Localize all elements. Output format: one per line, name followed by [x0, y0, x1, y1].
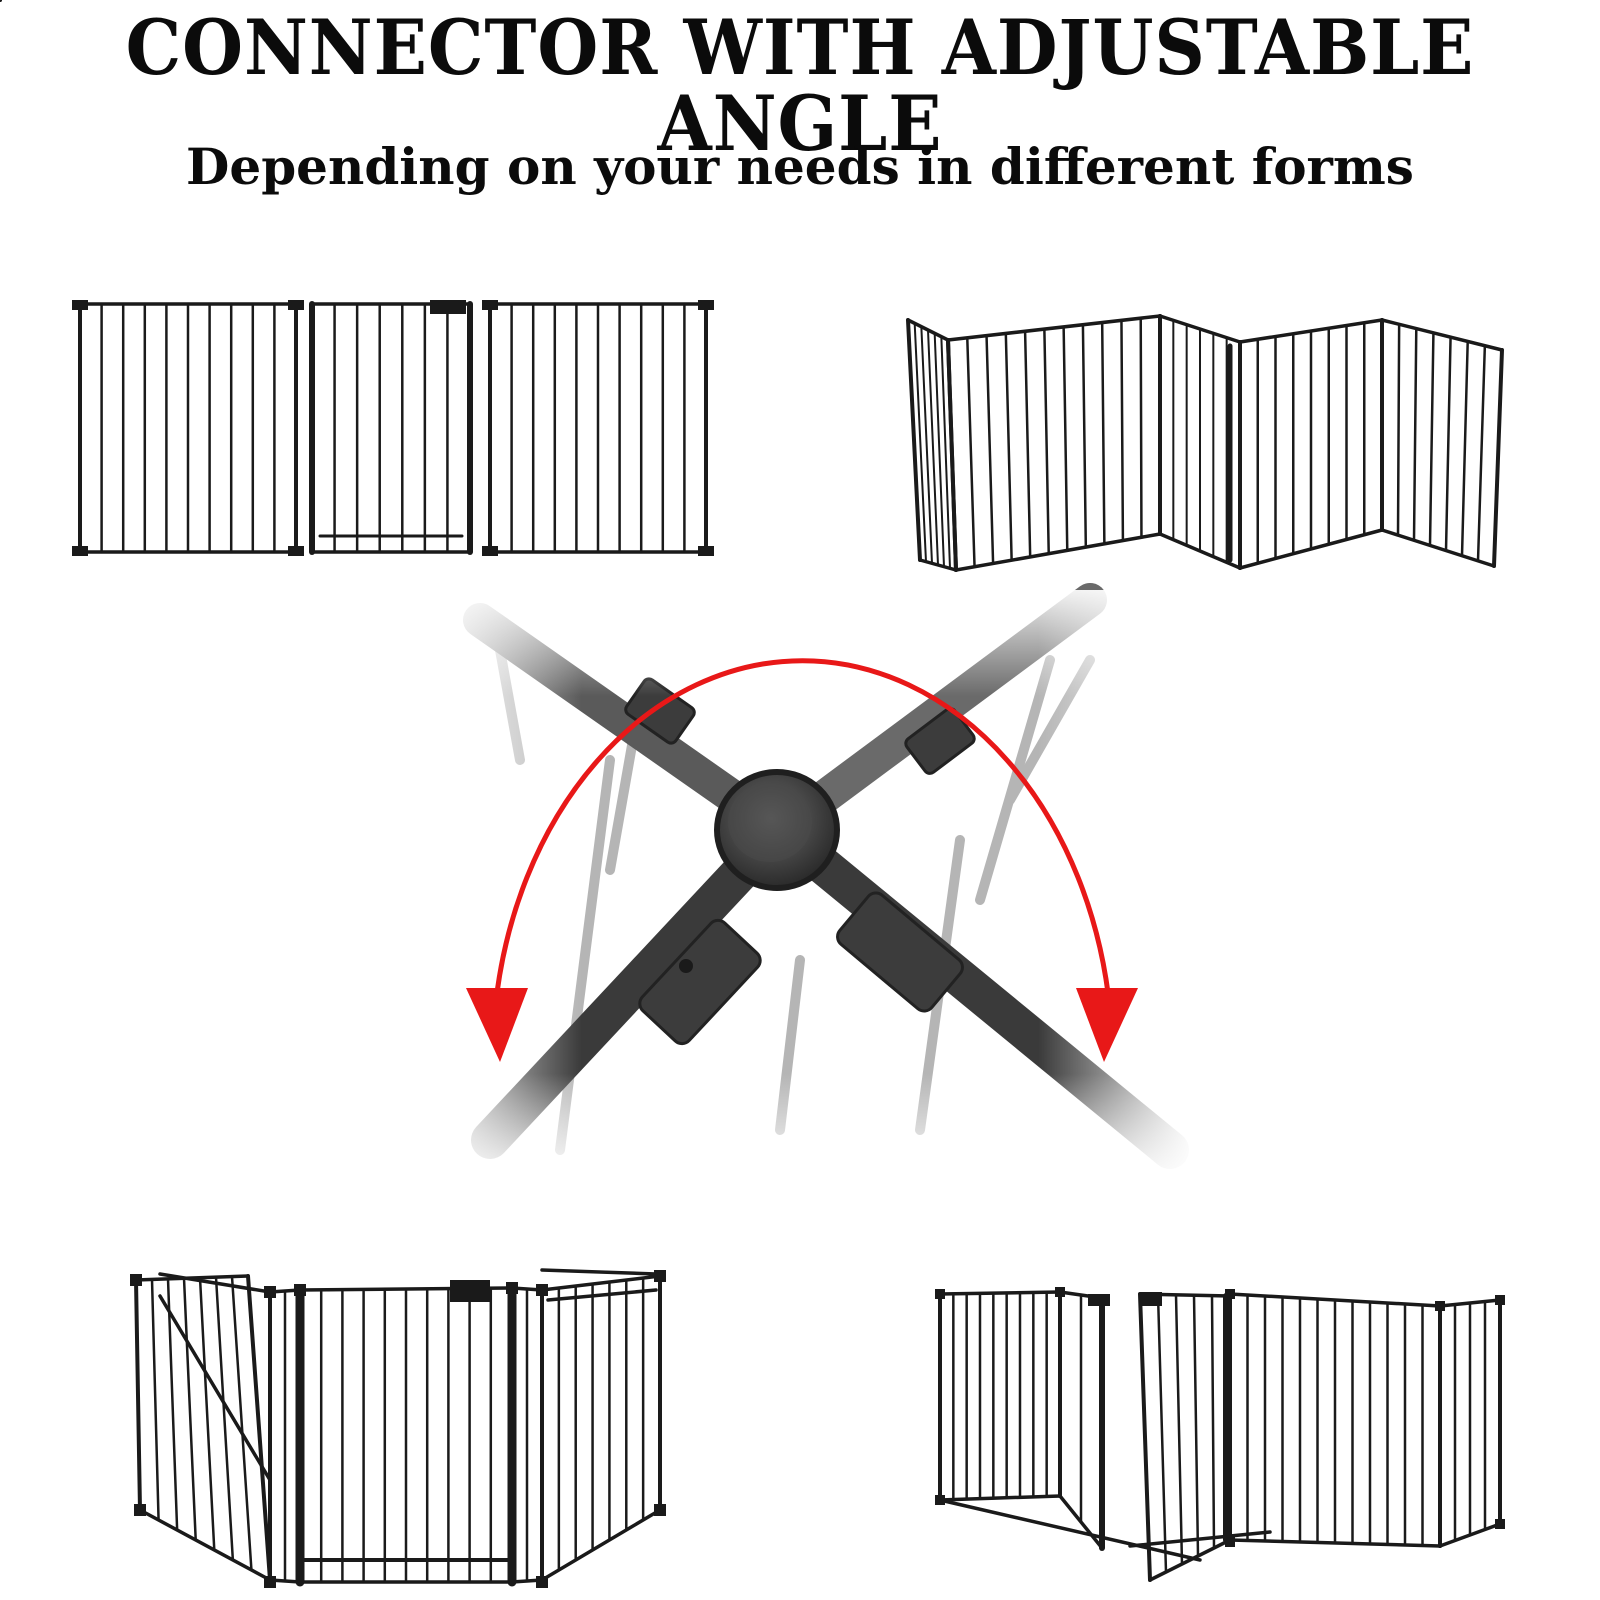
adjustable-angle-arrow: [466, 658, 1138, 1062]
straight-gate-configuration: [72, 300, 714, 556]
enclosure-gate-configuration: [0, 0, 666, 1588]
arrow-right-icon: [1076, 988, 1138, 1062]
connector-joint-closeup: [430, 583, 1190, 1180]
zigzag-gate-configuration: [906, 314, 1504, 572]
arrow-left-icon: [466, 988, 528, 1062]
subheadline: Depending on your needs in different for…: [186, 137, 1414, 196]
open-door-gate-configuration: [935, 1287, 1505, 1582]
headline: CONNECTOR WITH ADJUSTABLE ANGLE: [125, 3, 1475, 168]
